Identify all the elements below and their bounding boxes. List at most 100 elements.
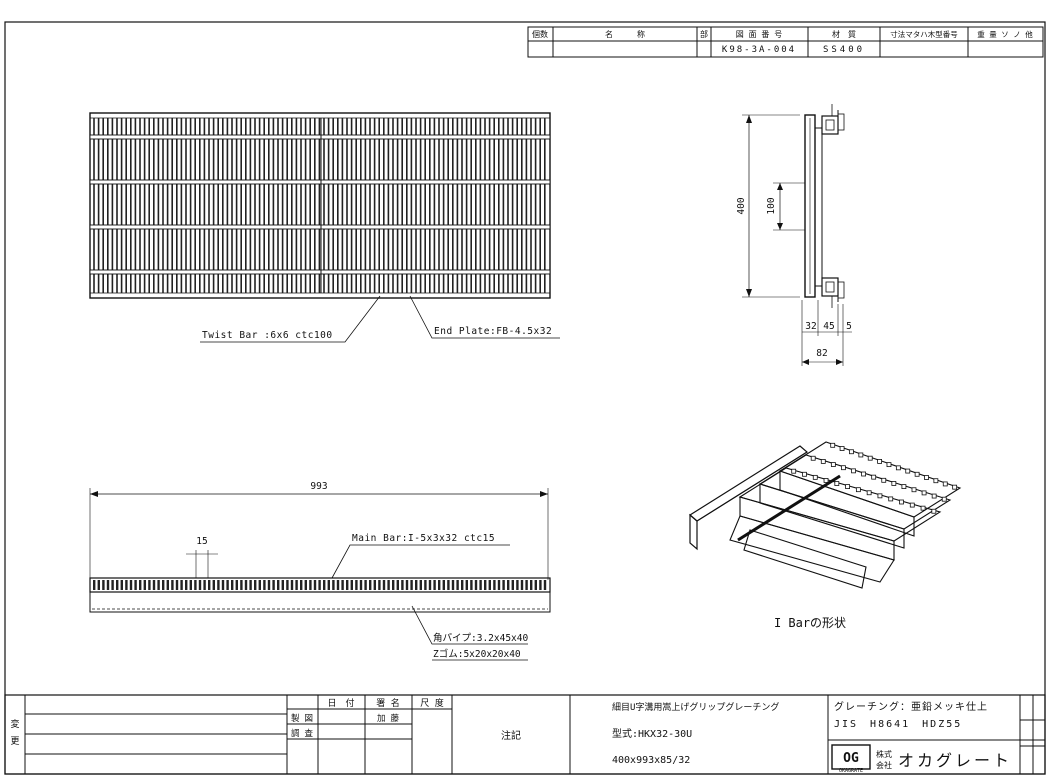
elevation-bar [415, 580, 418, 590]
main-bar-label: Main Bar:I-5x3x32 ctc15 [352, 533, 495, 544]
pitch-dimension: 15 [196, 536, 207, 547]
elevation-bar [392, 580, 395, 590]
iso-notches [791, 442, 958, 514]
company-prefix-top: 株式 [876, 749, 892, 759]
elevation-bar [106, 580, 110, 590]
notes-label: 注記 [501, 729, 521, 742]
elevation-bar [539, 580, 542, 590]
elevation-bar [493, 580, 496, 590]
elevation-bars [93, 580, 547, 590]
material-value: SS400 [823, 45, 865, 55]
elevation-bar [424, 580, 427, 590]
iso-notch [931, 508, 937, 514]
elevation-bar [525, 580, 528, 590]
logo-subtext: OKAGRATE [839, 768, 863, 774]
elevation-bar [309, 580, 312, 590]
dim-82: 82 [816, 348, 827, 359]
checked-label: 調 査 [291, 728, 314, 739]
elevation-bar [111, 580, 114, 590]
header-count: 個数 [532, 29, 548, 39]
elevation-bar [194, 580, 197, 590]
elevation-bar [235, 580, 238, 590]
elevation-bar [433, 580, 436, 590]
elevation-bar [520, 580, 524, 590]
elevation-bar [175, 580, 179, 590]
elevation-bar [134, 580, 137, 590]
elevation-bar [327, 580, 330, 590]
elevation-bar [129, 580, 133, 590]
elevation-bar [203, 580, 206, 590]
elevation-bar [102, 580, 105, 590]
elevation-bar [382, 580, 386, 590]
elevation-bar [116, 580, 119, 590]
elevation-bar [405, 580, 409, 590]
iso-notch [881, 477, 887, 483]
company-name: オカグレート [898, 751, 1012, 770]
dim-5: 5 [846, 321, 852, 332]
iso-notch [895, 465, 901, 471]
header-part: 部 [700, 29, 708, 39]
iso-caption: I Barの形状 [774, 616, 846, 630]
iso-notch [858, 452, 864, 458]
elevation-bar [350, 580, 353, 590]
elevation-bar [373, 580, 376, 590]
iso-notch [830, 442, 836, 448]
elevation-bar [198, 580, 202, 590]
iso-notch [921, 490, 927, 496]
finish-spec: グレーチング：亜鉛メッキ仕上 [834, 700, 988, 713]
revision-label-1: 変 [10, 718, 19, 730]
sign-header: 署 名 [376, 697, 399, 709]
dim-45: 45 [823, 321, 834, 332]
elevation-bar [240, 580, 243, 590]
plan-main-bars [93, 118, 546, 293]
elevation-bar [290, 580, 294, 590]
date-header: 日 付 [327, 698, 354, 709]
iso-notch [899, 499, 904, 505]
elevation-bar [313, 580, 317, 590]
iso-notch [841, 465, 846, 471]
header-dimension-no: 寸法マタハ木型番号 [890, 29, 958, 39]
elevation-bar [267, 580, 271, 590]
elevation-bar [470, 580, 473, 590]
elevation-bar [451, 580, 455, 590]
elevation-bar [543, 580, 547, 590]
product-name: 細目U字溝用嵩上げグリップグレーチング [612, 701, 779, 713]
elevation-bar [447, 580, 450, 590]
elevation-bar [318, 580, 321, 590]
elevation-bar [217, 580, 220, 590]
elevation-bar [157, 580, 160, 590]
elevation-bar [304, 580, 307, 590]
iso-notch [839, 446, 845, 451]
plan-twist-bar [89, 224, 551, 230]
iso-notch [823, 478, 829, 483]
elevation-bar [488, 580, 491, 590]
elevation-bar [516, 580, 519, 590]
elevation-bar [479, 580, 482, 590]
elevation-bar [166, 580, 169, 590]
plan-twist-bar [89, 179, 551, 185]
elevation-bar [502, 580, 505, 590]
elevation-bar [162, 580, 165, 590]
elevation-view: 993 15 Main Bar:I-5x3x32 ctc15 角パイプ:3.2x… [89, 481, 551, 661]
jis-spec: JIS H8641 HDZ55 [834, 719, 962, 730]
iso-notch [901, 484, 907, 490]
elevation-bar [378, 580, 381, 590]
elevation-bar [465, 580, 468, 590]
elevation-bar [143, 580, 146, 590]
header-weight: 重 量 ソ ノ 他 [977, 29, 1033, 39]
header-name: 名 称 [605, 29, 645, 39]
iso-notch [791, 468, 797, 474]
elevation-bar [456, 580, 459, 590]
elevation-bar [507, 580, 510, 590]
plan-twist-bar [89, 269, 551, 275]
iso-view: I Barの形状 [688, 441, 962, 630]
iso-notch [851, 468, 856, 474]
rubber-label: Zゴム:5x20x20x40 [433, 648, 521, 660]
iso-notch [905, 468, 911, 474]
company-logo [831, 744, 871, 770]
elevation-bar [171, 580, 174, 590]
elevation-bar [180, 580, 183, 590]
elevation-bar [387, 580, 390, 590]
elevation-bar [263, 580, 266, 590]
